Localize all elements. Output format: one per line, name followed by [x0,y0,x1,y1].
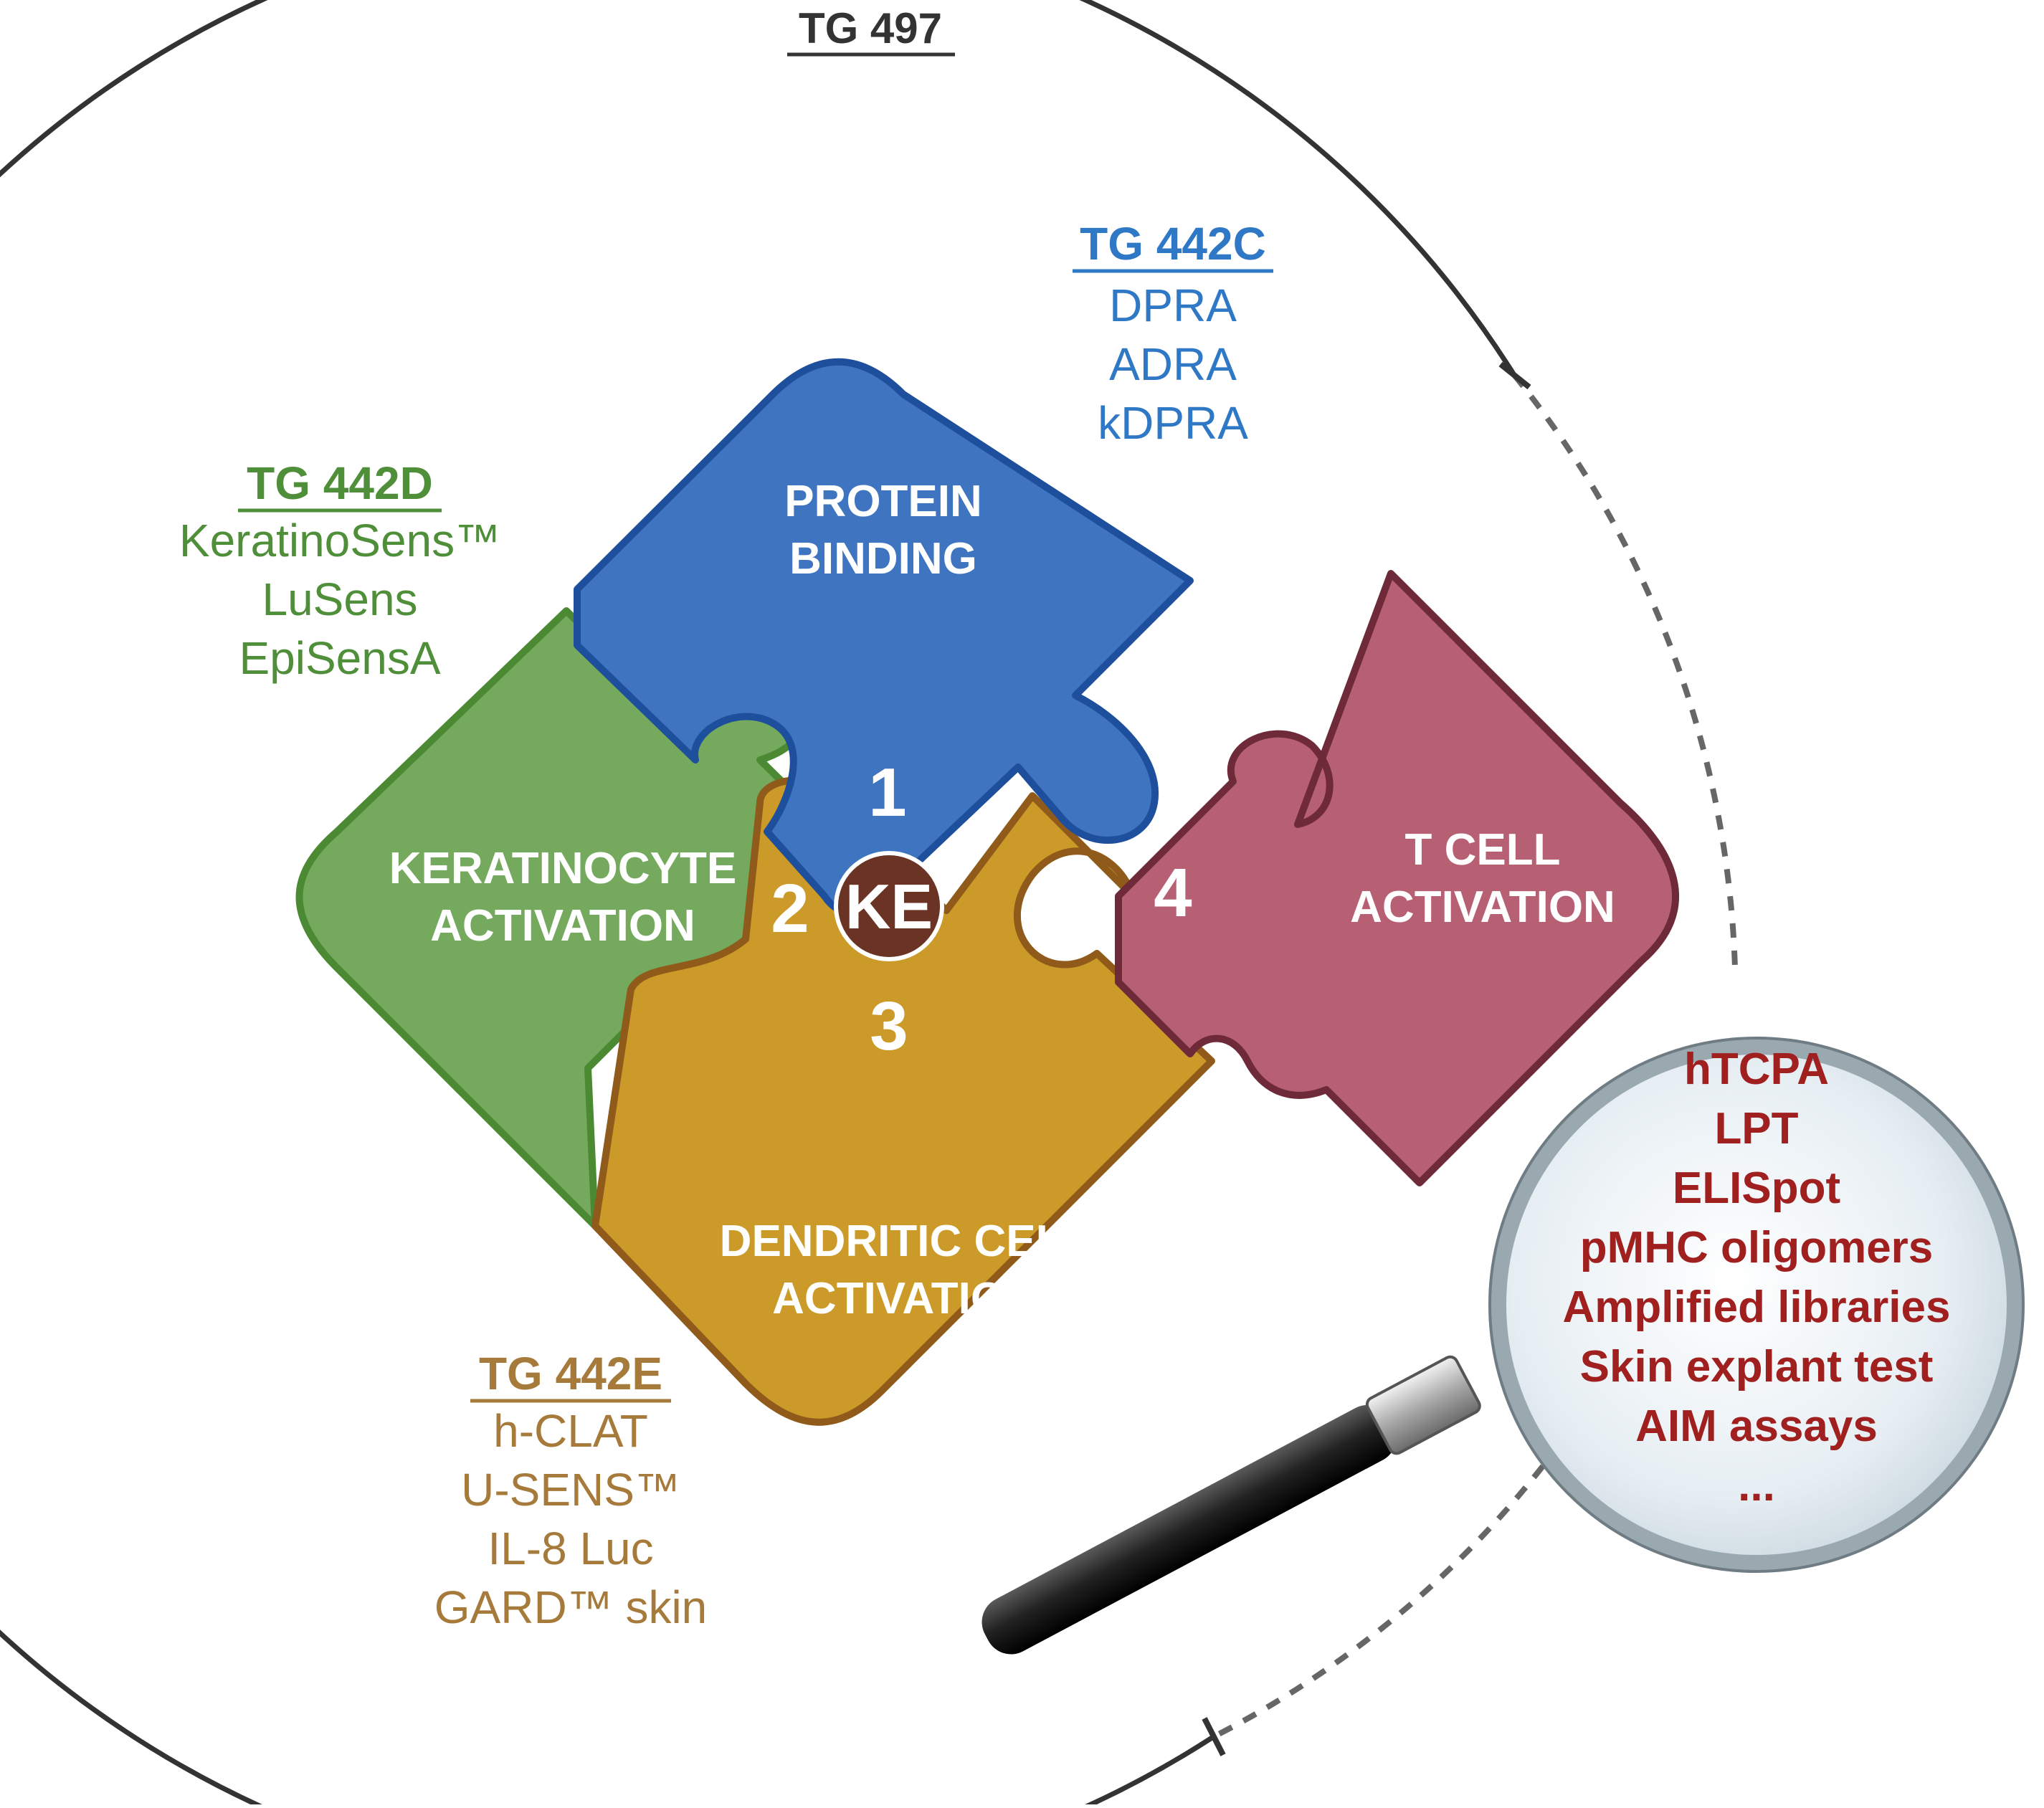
piece-number-4: 4 [1154,855,1192,931]
group-gold-heading: TG 442E [479,1348,662,1399]
magnifier-lens [1491,1039,2022,1571]
list-item: kDPRA [1098,397,1248,449]
piece-dendritic [591,776,1215,1426]
piece-number-3: 3 [870,988,908,1065]
arc-tick-top [1498,361,1531,390]
group-green-heading: TG 442D [247,457,433,509]
list-item: GARD™ skin [434,1581,708,1633]
piece-label-keratinocyte-line1: KERATINOCYTE [389,844,737,893]
list-item: KeratinoSens™ [179,515,500,566]
magnifier-handle [981,1405,1397,1655]
list-item: LuSens [262,574,417,625]
outer-circle-dashed-arc-lower [1212,1442,1562,1740]
piece-label-tcell-line1: T CELL [1405,825,1561,875]
magnifier-rim [1488,1037,2025,1573]
list-item: ADRA [1109,338,1237,390]
piece-label-tcell-line2: ACTIVATION [1350,882,1615,932]
magnifier-collar [1365,1355,1481,1455]
list-item: U-SENS™ [461,1464,680,1516]
ke-center-label: KE [845,871,933,942]
magnifier-icon [981,1037,2025,1655]
outer-circle-dashed-arc [1511,373,1738,969]
piece-label-keratinocyte-line2: ACTIVATION [430,901,695,951]
piece-protein-binding [574,358,1194,916]
list-item: pMHC oligomers [1580,1223,1934,1272]
piece-number-2: 2 [771,870,809,947]
list-item: EpiSensA [239,632,440,684]
piece-label-dendritic-line2: ACTIVATION [772,1274,1037,1323]
group-blue-heading: TG 442C [1080,218,1266,270]
piece-number-1: 1 [868,754,906,831]
list-item: ELISpot [1673,1164,1840,1213]
outer-label: TG 497 [799,4,942,52]
list-item: h-CLAT [493,1405,648,1457]
group-blue-list: DPRA ADRA kDPRA [1098,280,1248,449]
list-item: Amplified libraries [1563,1283,1951,1332]
ke-center-circle [834,851,944,961]
list-item: LPT [1714,1104,1798,1153]
piece-label-protein-line2: BINDING [789,534,977,584]
list-item: IL-8 Luc [488,1523,653,1574]
piece-t-cell [1115,570,1679,1186]
piece-label-dendritic-line1: DENDRITIC CELL [720,1217,1090,1266]
list-item: hTCPA [1684,1045,1829,1094]
piece-label-protein-line1: PROTEIN [784,477,982,526]
list-item: Skin explant test [1580,1342,1934,1391]
list-item: DPRA [1109,280,1237,331]
arc-tick-bottom [1202,1717,1226,1756]
list-item: AIM assays [1635,1402,1878,1451]
list-item: ... [1738,1461,1775,1510]
